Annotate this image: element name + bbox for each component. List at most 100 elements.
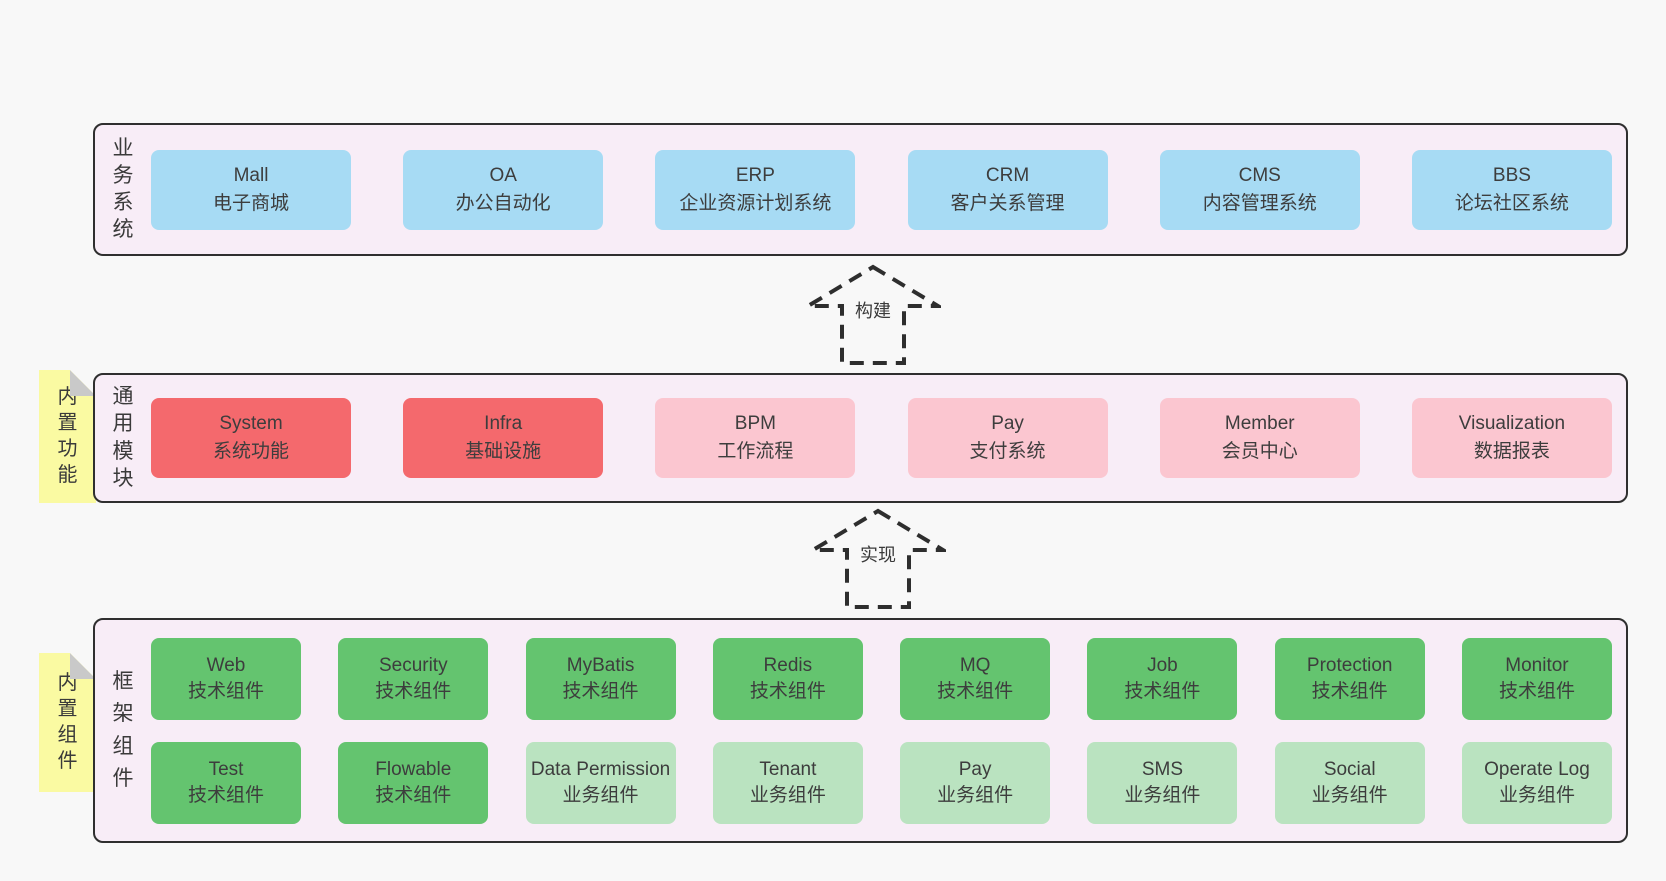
pay-box: Pay 支付系统 bbox=[907, 398, 1108, 478]
box-title: ERP bbox=[735, 164, 775, 186]
bpm-box: BPM 工作流程 bbox=[655, 398, 856, 478]
box-subtitle: 系统功能 bbox=[212, 441, 289, 462]
up-arrow-icon bbox=[810, 508, 946, 609]
bbs-box: BBS 论坛社区系统 bbox=[1411, 149, 1612, 230]
tenant-box: Tenant 业务组件 bbox=[712, 741, 863, 824]
box-subtitle: 论坛社区系统 bbox=[1454, 192, 1569, 214]
box-subtitle: 业务组件 bbox=[1311, 784, 1388, 806]
box-subtitle: 办公自动化 bbox=[455, 192, 551, 214]
social-box: Social 业务组件 bbox=[1274, 741, 1425, 824]
erp-box: ERP 企业资源计划系统 bbox=[655, 149, 856, 230]
box-title: Monitor bbox=[1505, 655, 1569, 677]
box-subtitle: 内容管理系统 bbox=[1202, 192, 1317, 214]
system-box: System 系统功能 bbox=[151, 398, 351, 478]
box-subtitle: 技术组件 bbox=[562, 680, 639, 702]
box-subtitle: 数据报表 bbox=[1473, 441, 1550, 462]
box-title: CMS bbox=[1238, 164, 1281, 186]
business-systems-boxes: Mall 电子商城 OA 办公自动化 ERP 企业资源计划系统 CRM 客户关系管理 CMS 内容… bbox=[151, 125, 1626, 254]
box-title: BPM bbox=[734, 413, 776, 435]
box-subtitle: 电子商城 bbox=[212, 192, 289, 214]
box-title: Pay bbox=[991, 413, 1024, 435]
box-title: Visualization bbox=[1458, 413, 1566, 435]
web-box: Web 技术组件 bbox=[151, 637, 301, 720]
box-subtitle: 技术组件 bbox=[375, 680, 452, 702]
box-title: Job bbox=[1147, 655, 1178, 677]
protection-box: Protection 技术组件 bbox=[1274, 637, 1425, 720]
box-subtitle: 会员中心 bbox=[1221, 441, 1298, 462]
box-title: Mall bbox=[233, 164, 269, 186]
arrow-label: 构建 bbox=[852, 296, 894, 324]
box-subtitle: 技术组件 bbox=[375, 784, 452, 806]
section-label-text: 框架组件 bbox=[112, 670, 134, 790]
built-in-components-note: 内置组件 bbox=[39, 653, 96, 792]
box-title: MyBatis bbox=[566, 655, 635, 677]
box-subtitle: 企业资源计划系统 bbox=[679, 192, 832, 214]
box-title: BBS bbox=[1492, 164, 1531, 186]
box-title: MQ bbox=[959, 655, 991, 677]
box-title: CRM bbox=[985, 164, 1030, 186]
common-modules-section: 通用模块 System 系统功能 Infra 基础设施 BPM 工作流程 Pay 支付系统 Me… bbox=[93, 373, 1628, 503]
implement-arrow: 实现 bbox=[810, 508, 946, 610]
box-title: Data Permission bbox=[530, 759, 671, 781]
mybatis-box: MyBatis 技术组件 bbox=[525, 637, 676, 720]
box-subtitle: 支付系统 bbox=[969, 441, 1046, 462]
mq-box: MQ 技术组件 bbox=[900, 637, 1051, 720]
box-title: Member bbox=[1224, 413, 1295, 435]
arrow-label: 实现 bbox=[857, 540, 899, 568]
box-subtitle: 技术组件 bbox=[749, 680, 826, 702]
box-subtitle: 技术组件 bbox=[1311, 680, 1388, 702]
box-title: Tenant bbox=[759, 759, 817, 781]
box-title: OA bbox=[489, 164, 517, 186]
build-arrow: 构建 bbox=[805, 264, 941, 366]
box-subtitle: 工作流程 bbox=[717, 441, 794, 462]
flowable-box: Flowable 技术组件 bbox=[338, 741, 489, 824]
box-subtitle: 业务组件 bbox=[749, 784, 826, 806]
common-modules-boxes: System 系统功能 Infra 基础设施 BPM 工作流程 Pay 支付系统 Member 会… bbox=[151, 375, 1626, 501]
data-permission-box: Data Permission 业务组件 bbox=[525, 741, 676, 824]
box-subtitle: 技术组件 bbox=[187, 784, 264, 806]
box-title: Security bbox=[378, 655, 448, 677]
section-label-text: 通用模块 bbox=[112, 385, 134, 490]
mall-box: Mall 电子商城 bbox=[151, 149, 351, 230]
box-subtitle: 技术组件 bbox=[937, 680, 1014, 702]
sms-box: SMS 业务组件 bbox=[1087, 741, 1238, 824]
section-label: 通用模块 bbox=[95, 375, 151, 501]
monitor-box: Monitor 技术组件 bbox=[1461, 637, 1612, 720]
box-title: Infra bbox=[484, 413, 523, 435]
box-title: Redis bbox=[763, 655, 813, 677]
box-title: Web bbox=[206, 655, 246, 677]
box-subtitle: 技术组件 bbox=[187, 680, 264, 702]
section-label-text: 业务系统 bbox=[112, 136, 134, 242]
box-subtitle: 业务组件 bbox=[1124, 784, 1201, 806]
security-box: Security 技术组件 bbox=[338, 637, 489, 720]
box-title: Flowable bbox=[375, 759, 452, 781]
box-subtitle: 业务组件 bbox=[937, 784, 1014, 806]
job-box: Job 技术组件 bbox=[1087, 637, 1238, 720]
box-subtitle: 客户关系管理 bbox=[950, 192, 1065, 214]
box-subtitle: 基础设施 bbox=[465, 441, 542, 462]
cms-box: CMS 内容管理系统 bbox=[1159, 149, 1360, 230]
box-title: Operate Log bbox=[1484, 759, 1590, 781]
redis-box: Redis 技术组件 bbox=[712, 637, 863, 720]
section-label: 业务系统 bbox=[95, 125, 151, 254]
box-subtitle: 业务组件 bbox=[562, 784, 639, 806]
box-title: Social bbox=[1323, 759, 1376, 781]
box-title: System bbox=[219, 413, 283, 435]
box-title: Test bbox=[208, 759, 244, 781]
note-label: 内置功能 bbox=[57, 386, 78, 486]
business-systems-section: 业务系统 Mall 电子商城 OA 办公自动化 ERP 企业资源计划系统 CRM 客户关系管理… bbox=[93, 123, 1628, 256]
box-subtitle: 技术组件 bbox=[1498, 680, 1575, 702]
visualization-box: Visualization 数据报表 bbox=[1411, 398, 1612, 478]
box-subtitle: 技术组件 bbox=[1124, 680, 1201, 702]
box-title: SMS bbox=[1141, 759, 1183, 781]
box-title: Protection bbox=[1306, 655, 1393, 677]
built-in-features-note: 内置功能 bbox=[39, 370, 96, 503]
oa-box: OA 办公自动化 bbox=[403, 149, 604, 230]
crm-box: CRM 客户关系管理 bbox=[907, 149, 1108, 230]
